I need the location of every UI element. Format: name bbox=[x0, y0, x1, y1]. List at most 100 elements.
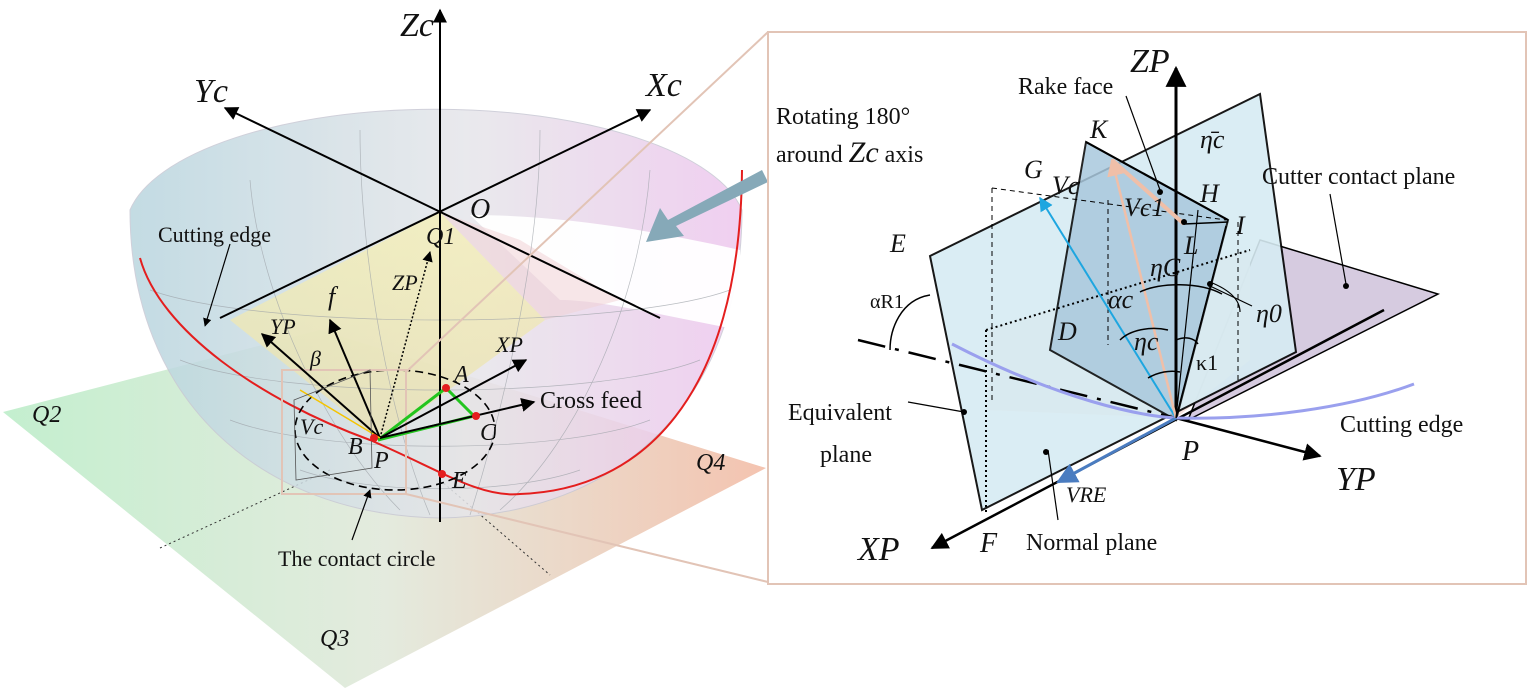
yp-label-right: YP bbox=[1336, 461, 1376, 498]
local-tool-planes bbox=[293, 369, 373, 481]
eta-c-lower-arc bbox=[1147, 370, 1181, 379]
rotation-arrow bbox=[646, 170, 768, 242]
eta0-dot bbox=[1207, 281, 1213, 287]
p-to-i-line bbox=[1175, 225, 1227, 419]
yp-axis-right bbox=[1175, 416, 1322, 461]
normal-plane-label: Normal plane bbox=[1026, 530, 1157, 556]
g-label: G bbox=[1024, 155, 1043, 184]
k-label: K bbox=[1089, 115, 1109, 144]
callout-connector-bottom bbox=[405, 493, 769, 583]
rake-face-label: Rake face bbox=[1018, 74, 1113, 100]
equivalent-plane-dot bbox=[961, 409, 967, 415]
p-label-left: P bbox=[373, 448, 389, 474]
alpha-c-arc bbox=[1119, 327, 1169, 341]
l-label: L bbox=[1183, 231, 1198, 260]
yc-axis bbox=[223, 107, 661, 319]
eta-c-lower-label: ηc bbox=[1134, 327, 1159, 356]
a-label: A bbox=[452, 362, 469, 388]
contact-circle-label: The contact circle bbox=[278, 546, 436, 571]
rotation-note-pre: around bbox=[776, 142, 849, 168]
reference-dashdot-line bbox=[857, 338, 1177, 420]
point-a bbox=[442, 384, 450, 392]
xc-label: Xc bbox=[644, 67, 682, 104]
equivalent-plane-label-2: plane bbox=[820, 442, 872, 468]
cutter-wedge bbox=[230, 212, 545, 440]
d-label: D bbox=[1057, 317, 1077, 346]
vc-label-right: Vc bbox=[1052, 171, 1080, 200]
rotation-note-post: axis bbox=[879, 142, 924, 168]
detail-panel-frame bbox=[767, 31, 1527, 585]
cutter-wedge-pink bbox=[440, 212, 620, 320]
beta-label: β bbox=[309, 346, 321, 371]
q1-label: Q1 bbox=[426, 224, 455, 250]
xp-label-left: XP bbox=[495, 332, 523, 357]
vc1-to-l-line bbox=[1110, 158, 1186, 226]
f-point-label: F bbox=[979, 528, 998, 559]
callout-connector-top bbox=[405, 31, 769, 373]
point-l-dot bbox=[1181, 219, 1187, 225]
eta0-arc bbox=[1209, 281, 1241, 313]
cutting-edge-label-left: Cutting edge bbox=[158, 222, 271, 247]
q3-label: Q3 bbox=[320, 626, 349, 652]
vc-label-left: Vc bbox=[300, 414, 323, 439]
kappa1-label: κ1 bbox=[1196, 350, 1218, 375]
normal-plane-leader bbox=[1047, 449, 1059, 521]
eta-c-upper-label: ηC bbox=[1150, 253, 1181, 282]
vre-vector bbox=[1056, 416, 1177, 484]
cross-feed-vector bbox=[379, 398, 536, 439]
equivalent-plane-leader bbox=[907, 401, 965, 413]
cross-feed-label: Cross feed bbox=[540, 388, 642, 414]
rotation-note-line2: around Zc axis bbox=[776, 136, 923, 169]
vc-vector-left bbox=[299, 389, 381, 439]
point-b bbox=[370, 434, 378, 442]
rake-face-leader bbox=[1125, 95, 1161, 191]
cutting-edge-label-right: Cutting edge bbox=[1340, 412, 1463, 438]
cutting-edge-leader bbox=[203, 243, 231, 327]
xp-label-right: XP bbox=[856, 531, 900, 568]
normal-plane-dot bbox=[1043, 449, 1049, 455]
eta-c-upper-arc bbox=[1139, 284, 1223, 295]
c-label: C bbox=[480, 420, 497, 446]
kappa1-arc bbox=[1175, 337, 1199, 345]
zp-axis-left bbox=[379, 250, 433, 439]
q2-label: Q2 bbox=[32, 402, 61, 428]
rake-face-dot bbox=[1157, 189, 1163, 195]
bowl-opening bbox=[470, 215, 740, 330]
i-label: I bbox=[1235, 211, 1246, 240]
cutter-contact-plane-leader bbox=[1329, 193, 1347, 285]
vc-vector-right bbox=[1039, 196, 1177, 419]
alpha-c-label: αc bbox=[1108, 285, 1134, 314]
cutter-contact-dot bbox=[1343, 283, 1349, 289]
zp-label-right: ZP bbox=[1130, 43, 1170, 80]
f-label: f bbox=[328, 282, 339, 311]
zp-label-left: ZP bbox=[392, 270, 418, 295]
floor-dotted-axis bbox=[439, 479, 551, 576]
zc-label: Zc bbox=[400, 7, 434, 44]
contact-circle-leader bbox=[351, 489, 372, 541]
rotation-note-line1: Rotating 180° bbox=[776, 104, 910, 130]
construction-dashes bbox=[991, 187, 1239, 400]
eta0-leader bbox=[1209, 285, 1253, 307]
p-label-right: P bbox=[1181, 436, 1199, 467]
point-e bbox=[438, 470, 446, 478]
rotation-note-axis: Zc bbox=[849, 136, 879, 169]
cutter-contact-plane-label: Cutter contact plane bbox=[1262, 164, 1455, 190]
alpha-r1-label: αR1 bbox=[870, 291, 904, 313]
xp-vector-left bbox=[379, 359, 528, 439]
l-to-i-line bbox=[1183, 221, 1229, 225]
yc-label: Yc bbox=[194, 73, 228, 110]
vre-label: VRE bbox=[1066, 482, 1107, 507]
b-label: B bbox=[348, 434, 363, 460]
eta0-label: η0 bbox=[1256, 299, 1282, 328]
vc1-vector bbox=[1107, 158, 1178, 419]
h-label: H bbox=[1199, 179, 1220, 208]
yp-label-left: YP bbox=[270, 314, 296, 339]
point-c bbox=[472, 412, 480, 420]
xc-axis bbox=[219, 109, 652, 319]
eta-bar-label: η̄c bbox=[1200, 125, 1225, 154]
origin-o-label: O bbox=[470, 194, 490, 225]
yp-vector-left bbox=[260, 333, 381, 439]
q4-label: Q4 bbox=[696, 450, 725, 476]
vc1-label: Vc1 bbox=[1124, 193, 1164, 222]
